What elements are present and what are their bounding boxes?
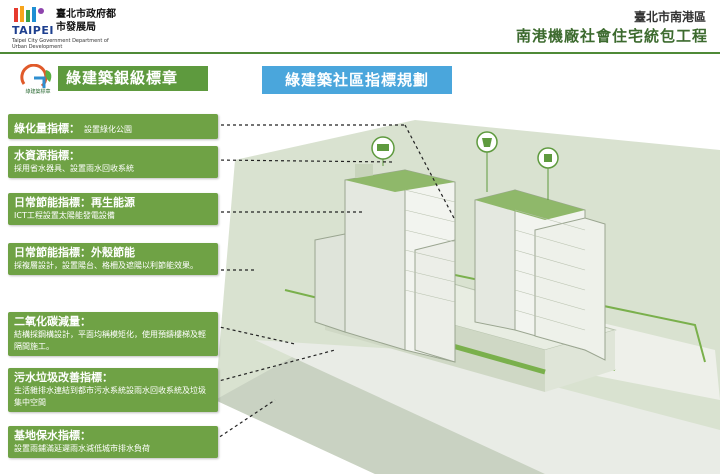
district-label: 臺北市南港區 [633,10,706,24]
indicator-card-envelope-energy: 日常節能指標：外殼節能 採複層設計，設置陽台、格柵及遮陽以利節能效果。 [8,243,218,275]
indicator-description: 設置雨鋪滿延遲雨水減低城市排水負荷 [14,444,150,453]
indicator-description: 採複層設計，設置陽台、格柵及遮陽以利節能效果。 [14,261,198,270]
project-title: 南港機廠社會住宅統包工程 [515,27,708,45]
indicator-description: 設置綠化公園 [84,125,132,134]
logo-agency-name: 臺北市政府都市發展局 [56,9,116,33]
indicator-title: 污水垃圾改善指標： [14,371,113,384]
indicator-title: 基地保水指標： [14,429,91,442]
indicator-card-waste-improvement: 污水垃圾改善指標： 生活雜排水連結到都市污水系統設雨水回收系統及垃圾集中空間 [8,368,218,412]
green-building-logo-icon [20,64,52,88]
logo-wordmark: TAIPEI [12,24,54,37]
building-illustration [215,120,720,474]
community-plan-title: 綠建築社區指標規劃 [262,66,452,94]
indicator-title: 水資源指標： [14,149,80,162]
indicator-card-renewable-energy: 日常節能指標：再生能源 ICT工程設置太陽能發電設備 [8,193,218,225]
indicator-title: 綠化量指標： [14,122,80,135]
indicator-title: 日常節能指標：再生能源 [14,196,135,209]
indicator-title: 二氧化碳減量： [14,315,91,328]
indicator-card-greenery: 綠化量指標： 設置綠化公園 [8,114,218,139]
indicator-description: ICT工程設置太陽能發電設備 [14,211,115,220]
green-building-logo-label: 綠建築標章 [25,89,51,95]
indicator-description: 採用省水器具、設置雨水回收系統 [14,164,134,173]
logo-agency-english: Taipei City Government Department of Urb… [12,38,109,50]
indicator-card-co2-reduction: 二氧化碳減量： 結構採鋼構設計，平面均稱模矩化，使用預鑄樓梯及輕隔間施工。 [8,312,218,356]
silver-badge-title: 綠建築銀級標章 [58,66,208,91]
taipei-logo-icon [14,6,44,22]
indicator-description: 結構採鋼構設計，平面均稱模矩化，使用預鑄樓梯及輕隔間施工。 [14,330,206,351]
indicator-description: 生活雜排水連結到都市污水系統設雨水回收系統及垃圾集中空間 [14,386,206,407]
indicator-card-water-retention: 基地保水指標： 設置雨鋪滿延遲雨水減低城市排水負荷 [8,426,218,458]
header-divider [0,52,720,54]
indicator-title: 日常節能指標：外殼節能 [14,246,135,259]
taipei-logo: TAIPEI 臺北市政府都市發展局 Taipei City Government… [10,4,120,50]
indicator-card-water: 水資源指標： 採用省水器具、設置雨水回收系統 [8,146,218,178]
